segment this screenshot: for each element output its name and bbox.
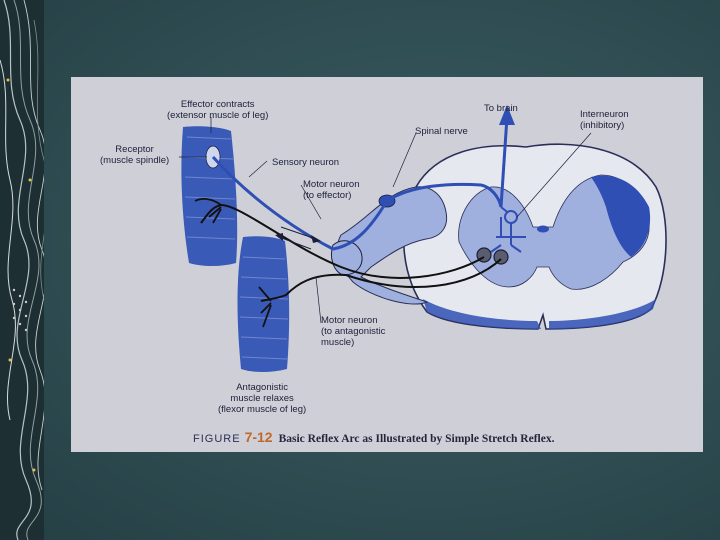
spinal-nerve-label: Spinal nerve	[415, 126, 468, 137]
caption-figure-word: FIGURE	[193, 433, 241, 445]
caption-text: Basic Reflex Arc as Illustrated by Simpl…	[279, 433, 555, 445]
interneuron-label: Interneuron (inhibitory)	[580, 109, 629, 131]
motor-neuron-effector-label: Motor neuron (to effector)	[303, 179, 360, 201]
flexor-muscle	[238, 236, 290, 372]
motor-neuron-antagonistic-label: Motor neuron (to antagonistic muscle)	[321, 315, 385, 348]
to-brain-label: To brain	[484, 103, 518, 114]
reflex-arc-diagram	[71, 77, 703, 452]
receptor-label: Receptor (muscle spindle)	[100, 144, 169, 166]
figure-panel: Effector contracts (extensor muscle of l…	[71, 77, 703, 452]
sensory-neuron-label: Sensory neuron	[272, 157, 339, 168]
caption-figure-number: 7-12	[245, 429, 273, 445]
antagonistic-muscle-label: Antagonistic muscle relaxes (flexor musc…	[218, 382, 306, 415]
figure-caption: FIGURE 7-12 Basic Reflex Arc as Illustrate…	[193, 429, 554, 447]
extensor-muscle	[181, 126, 237, 266]
effector-contracts-label: Effector contracts (extensor muscle of l…	[167, 99, 268, 121]
spinal-cord-cross-section	[404, 144, 666, 329]
decorative-side-strip	[0, 0, 44, 540]
